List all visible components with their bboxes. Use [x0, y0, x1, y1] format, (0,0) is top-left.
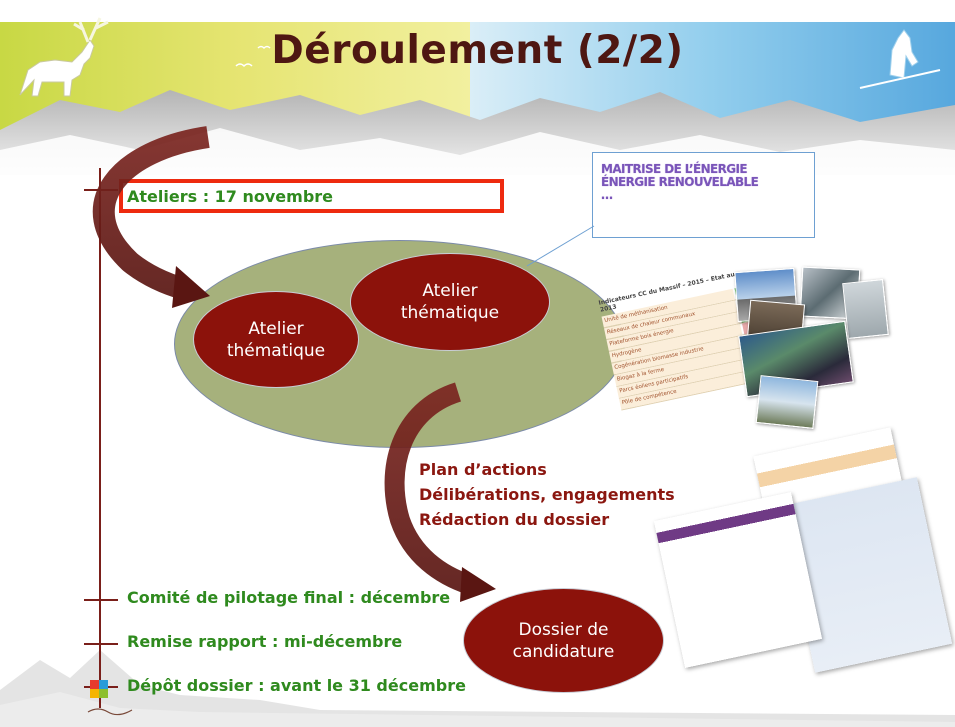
- timeline-tick: [84, 599, 118, 601]
- steps-text: Plan d’actions Délibérations, engagement…: [419, 457, 675, 532]
- callout-line-1: MAITRISE DE L’ÉNERGIE: [601, 162, 748, 176]
- callout-connector: [526, 225, 595, 267]
- comite-label: Comité de pilotage final : décembre: [127, 588, 451, 607]
- header-banner: [0, 0, 955, 175]
- logo-pays: [87, 680, 133, 716]
- dossier-ellipse: Dossier de candidature: [463, 588, 664, 693]
- callout-line-2: ÉNERGIE RENOUVELABLE: [601, 175, 759, 189]
- arrow-bottom-head: [460, 567, 496, 602]
- atelier-ellipse-left: Atelier thématique: [193, 291, 359, 388]
- footer-mountains: [0, 650, 955, 727]
- depot-label: Dépôt dossier : avant le 31 décembre: [127, 676, 466, 695]
- step-deliberations: Délibérations, engagements: [419, 485, 675, 504]
- callout-line-3: …: [601, 188, 613, 202]
- photo-facility: [755, 375, 819, 429]
- timeline-tick: [84, 643, 118, 645]
- timeline-tick: [84, 189, 118, 191]
- dossier-label: Dossier de candidature: [512, 619, 615, 662]
- step-redaction: Rédaction du dossier: [419, 510, 610, 529]
- atelier-right-label: Atelier thématique: [400, 281, 500, 323]
- remise-label: Remise rapport : mi-décembre: [127, 632, 403, 651]
- ateliers-highlight-box: Ateliers : 17 novembre: [119, 179, 504, 213]
- slide-title: Déroulement (2/2): [271, 28, 684, 73]
- atelier-ellipse-right: Atelier thématique: [350, 253, 550, 351]
- ateliers-label: Ateliers : 17 novembre: [127, 187, 334, 206]
- step-plan-actions: Plan d’actions: [419, 460, 547, 479]
- photo-silo: [842, 279, 889, 339]
- timeline-line: [99, 168, 101, 708]
- callout-box: MAITRISE DE L’ÉNERGIE ÉNERGIE RENOUVELAB…: [592, 152, 815, 238]
- atelier-left-label: Atelier thématique: [226, 318, 326, 361]
